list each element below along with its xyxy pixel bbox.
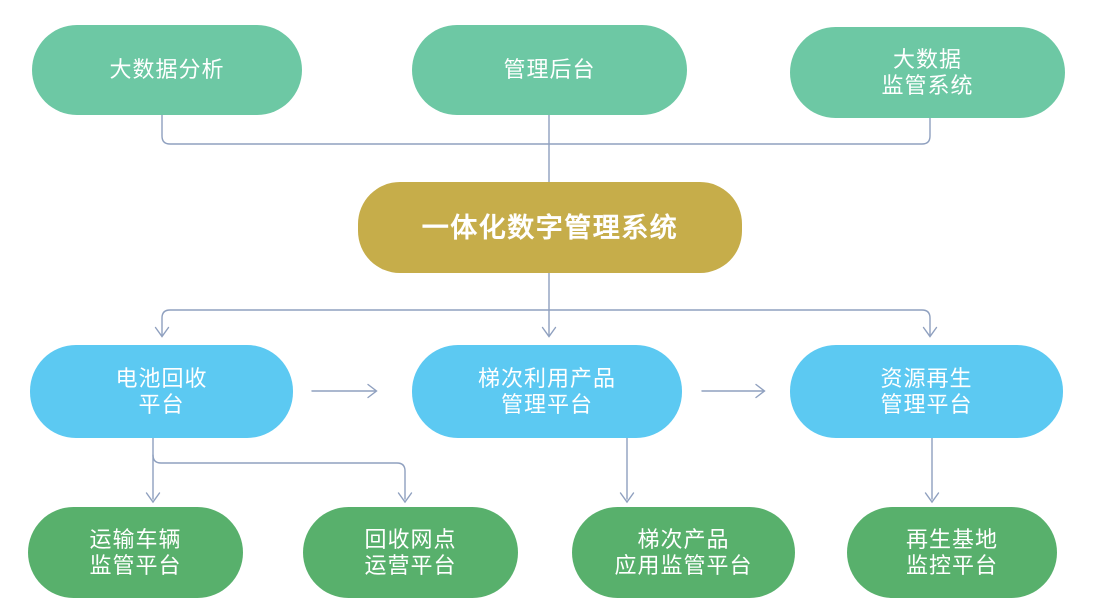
arrowhead-right-icon [367, 383, 378, 399]
node-resource-regeneration-management-platform: 资源再生 管理平台 [790, 345, 1063, 438]
node-label: 平台 [138, 391, 185, 417]
arrowhead-down-icon [397, 492, 413, 504]
node-battery-recycling-platform: 电池回收 平台 [30, 345, 293, 438]
connector-mid1-branch-to-bot2 [152, 454, 406, 500]
arrowhead-right-icon [755, 383, 766, 399]
arrowhead-down-icon [924, 492, 940, 504]
node-label: 回收网点 [364, 526, 457, 552]
arrowhead-down-icon [619, 492, 635, 504]
node-label: 管理后台 [503, 57, 596, 82]
node-label: 再生基地 [905, 526, 998, 552]
node-label: 监控平台 [905, 552, 998, 578]
node-label: 管理平台 [500, 391, 593, 417]
arrowhead-down-icon [154, 326, 170, 338]
node-cascade-utilization-product-management-platform: 梯次利用产品 管理平台 [412, 345, 682, 438]
node-label: 大数据分析 [109, 57, 225, 82]
node-label: 应用监管平台 [614, 552, 753, 578]
node-label: 运营平台 [364, 552, 457, 578]
connector-middle-bus [161, 309, 931, 337]
node-big-data-analysis: 大数据分析 [32, 25, 302, 115]
node-label: 资源再生 [880, 365, 973, 391]
node-label: 电池回收 [115, 365, 208, 391]
node-transport-vehicle-supervision-platform: 运输车辆 监管平台 [28, 507, 243, 598]
arrowhead-down-icon [145, 492, 161, 504]
node-label: 一体化数字管理系统 [421, 212, 679, 243]
node-recycling-outlet-operation-platform: 回收网点 运营平台 [303, 507, 518, 598]
node-label: 梯次产品 [637, 526, 730, 552]
node-management-backend: 管理后台 [412, 25, 687, 115]
node-integrated-digital-management-system: 一体化数字管理系统 [358, 182, 742, 273]
node-cascade-product-application-supervision-platform: 梯次产品 应用监管平台 [572, 507, 795, 598]
connector-top-bus [161, 114, 931, 145]
node-label: 大数据 [892, 46, 962, 72]
arrowhead-down-icon [541, 326, 557, 338]
node-label: 运输车辆 [89, 526, 182, 552]
node-label: 监管系统 [881, 72, 974, 98]
node-label: 监管平台 [89, 552, 182, 578]
node-label: 管理平台 [880, 391, 973, 417]
node-big-data-supervision-system: 大数据 监管系统 [790, 27, 1065, 118]
arrowhead-down-icon [922, 326, 938, 338]
node-label: 梯次利用产品 [477, 365, 616, 391]
node-regeneration-base-monitoring-platform: 再生基地 监控平台 [847, 507, 1057, 598]
